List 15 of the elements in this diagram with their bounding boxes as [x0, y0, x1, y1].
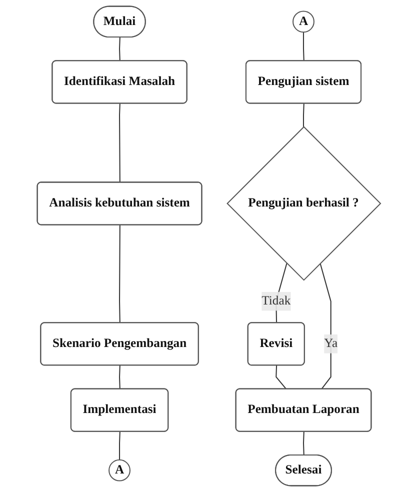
connector — [303, 432, 304, 456]
connector — [119, 432, 121, 460]
connector — [119, 225, 121, 324]
connector — [119, 104, 121, 183]
edge-label: Tidak — [262, 294, 291, 308]
connector — [320, 263, 332, 390]
edge-label: Ya — [324, 336, 338, 350]
node-circle: A — [292, 10, 315, 33]
node-circle: A — [108, 459, 131, 482]
connector — [119, 366, 121, 390]
connector — [303, 104, 304, 127]
connector — [303, 32, 304, 62]
node-diamond: Pengujian berhasil ? — [226, 126, 382, 281]
connector — [119, 37, 121, 62]
connector — [276, 366, 287, 390]
